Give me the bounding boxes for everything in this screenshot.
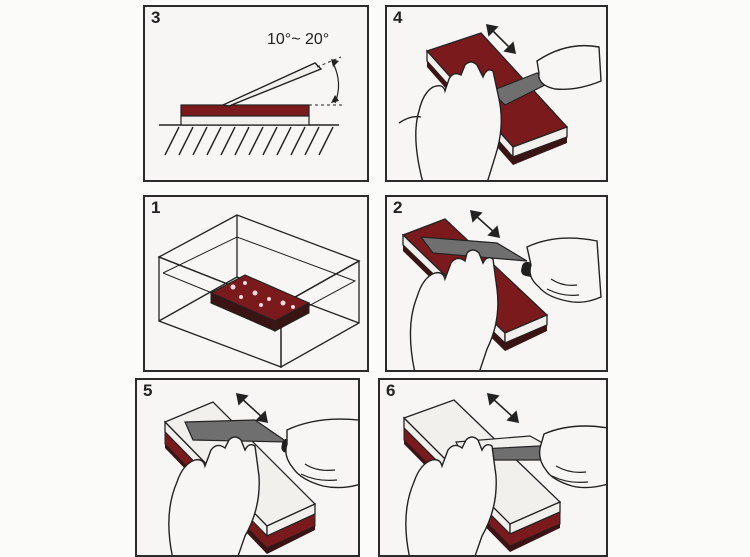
panel-step-2: 2 bbox=[385, 195, 608, 372]
double-arrow-icon bbox=[486, 392, 520, 424]
angle-range-label: 10°~ 20° bbox=[267, 31, 330, 48]
panel-step-4: 4 bbox=[385, 5, 608, 182]
sharpening-illustration bbox=[398, 23, 602, 180]
step-number: 3 bbox=[151, 8, 161, 27]
double-arrow-icon bbox=[469, 209, 501, 239]
step-number: 4 bbox=[393, 8, 403, 27]
step-number: 5 bbox=[143, 381, 153, 400]
whetstone-red-layer bbox=[180, 104, 310, 117]
panel-step-3: 3 10°~ 20° bbox=[143, 5, 369, 182]
step-number: 6 bbox=[386, 381, 396, 400]
sharpening-illustration bbox=[163, 392, 358, 555]
blade-shape bbox=[220, 62, 323, 107]
step-number: 2 bbox=[393, 198, 403, 217]
soaking-illustration bbox=[157, 214, 361, 369]
sharpening-illustration bbox=[401, 209, 602, 370]
double-arrow-icon bbox=[235, 392, 269, 424]
sharpening-illustration bbox=[402, 392, 606, 555]
panel-step-6: 6 bbox=[378, 378, 608, 557]
angle-diagram bbox=[159, 56, 345, 156]
air-bubbles bbox=[230, 281, 295, 309]
whetstone-white-layer bbox=[180, 115, 310, 126]
panel-step-5: 5 bbox=[135, 378, 360, 557]
double-arrow-icon bbox=[485, 23, 517, 55]
step-number: 1 bbox=[151, 198, 161, 217]
panel-step-1: 1 bbox=[143, 195, 369, 372]
